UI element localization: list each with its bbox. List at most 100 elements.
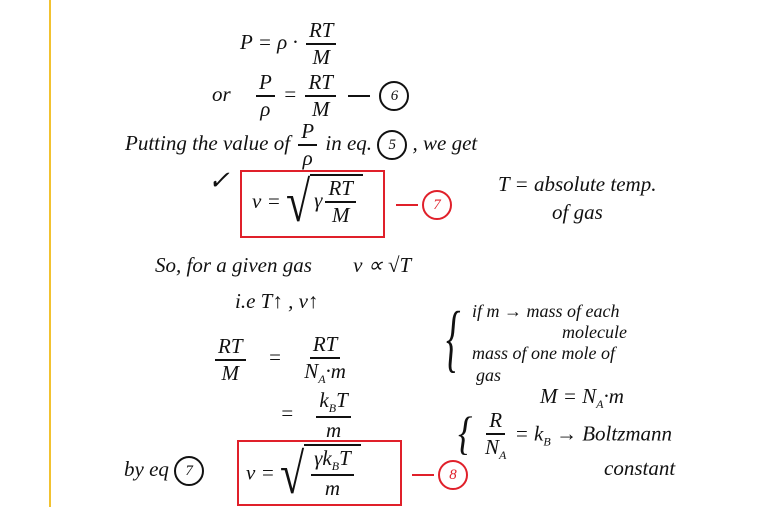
margin-line [49,0,51,507]
equation-tag: 6 [379,81,410,111]
equals: = [280,401,295,426]
gamma: γ [314,187,323,212]
text: γk [314,446,332,470]
or-label: or [212,81,231,106]
mass-formula: M = NA·m [540,384,624,412]
text: N [304,359,319,383]
text: = k [514,421,544,446]
equals: = [283,81,298,106]
text: T [336,388,348,412]
subscript: A [499,448,507,463]
t-note-line2: of gas [552,200,603,224]
text: , we get [412,130,478,155]
denominator: m [324,476,341,501]
denominator: NA [485,435,507,463]
equals: = [267,345,282,370]
text: M = N [540,384,597,408]
mass-note-line1: if m → mass of each [472,301,620,321]
text: k [319,388,329,412]
by-eq-label: by eq 7 [124,456,205,486]
text: ·m [603,384,624,408]
denominator: m [326,418,342,443]
subscript: B [328,401,337,416]
text: N [485,435,500,459]
equation-tag: 8 [438,460,468,490]
equation-7-box [240,170,385,238]
denominator: ρ [302,146,313,170]
equation-8-box [237,440,402,506]
text: Putting the value of [125,130,291,155]
numerator: RT [305,72,336,97]
text: → Boltzmann [555,421,673,446]
text: in eq. [325,130,373,155]
subscript: B [331,459,340,474]
denominator: NA·m [304,359,346,387]
equation-7-tag: 7 [392,190,452,220]
numerator: γkBT [311,446,354,477]
mass-note-line4: gas [476,365,502,385]
text: So, for a given gas [155,253,312,277]
radical-icon: √ [280,442,305,506]
equation-tag: 7 [422,190,452,220]
denominator: M [221,360,240,385]
so-line: So, for a given gas v ∝ √T [155,255,411,276]
eq-rho: ρ · [277,29,298,54]
eq-lhs: P = [240,29,272,54]
denominator: M [311,97,330,121]
checkmark-icon: ✓ [208,166,230,195]
denominator: M [312,45,330,69]
mass-note-line3: mass of one mole of [472,343,615,363]
numerator: RT [325,178,356,203]
text: T [339,446,351,470]
denominator: M [331,203,350,227]
equation-8-tag: 8 [408,460,468,490]
equation-ref: 7 [174,456,205,486]
numerator: P [255,72,275,97]
eq-lhs: v = [246,460,275,485]
dash [396,204,418,206]
mass-note-line2: molecule [562,322,627,342]
radical-icon: √ [286,170,311,235]
subscript: B [543,434,551,449]
denominator: ρ [260,97,271,121]
numerator: RT [305,20,337,45]
equation-ref: 5 [377,130,408,160]
subscript: A [318,372,326,387]
numerator: RT [215,335,246,361]
brace-icon: { [446,295,461,380]
brace-icon: { [458,407,473,460]
subscript: A [596,397,604,412]
dash [348,95,371,97]
numerator: kBT [316,388,351,419]
dash [412,474,434,476]
eq-lhs: v = [252,188,281,213]
numerator: P [298,121,318,146]
numerator: RT [309,334,341,359]
text: by eq [124,456,169,481]
t-note-line1: T = absolute temp. [498,172,657,196]
numerator: R [486,410,506,435]
proportionality: v ∝ √T [353,253,412,277]
text: ·m [325,359,346,383]
